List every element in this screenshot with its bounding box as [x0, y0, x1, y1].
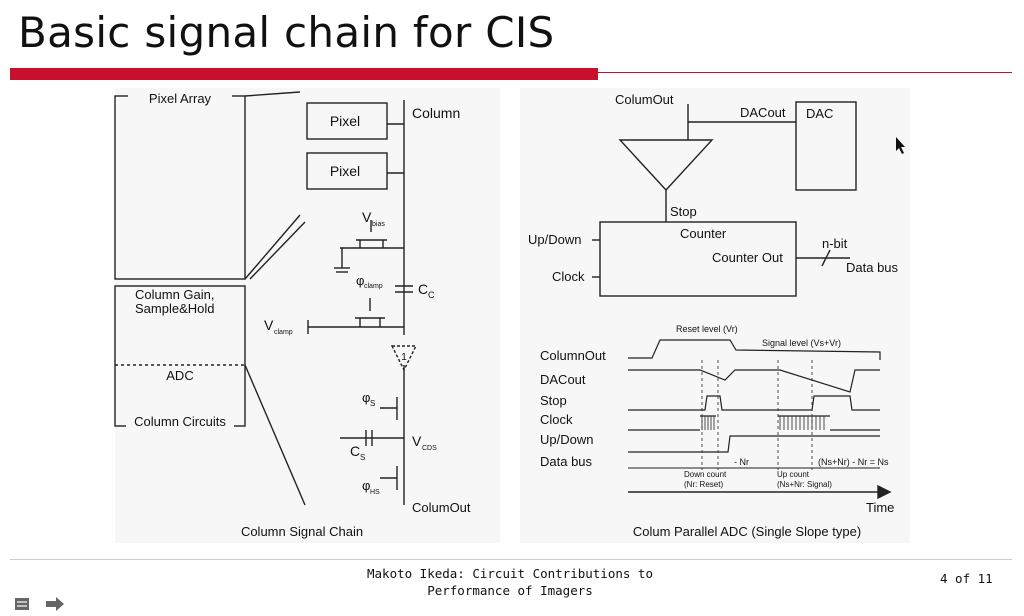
v-bias-label: V — [362, 209, 372, 225]
ns-result-label: (Ns+Nr) - Nr = Ns — [818, 457, 889, 467]
phi-s-sub: S — [370, 399, 375, 408]
colum-out-label: ColumOut — [615, 92, 674, 107]
pixel-label-1: Pixel — [330, 113, 360, 129]
timing-databus-label: Data bus — [540, 454, 593, 469]
dac-label: DAC — [806, 106, 833, 121]
counter-out-label: Counter Out — [712, 250, 783, 265]
pixel-array-label: Pixel Array — [149, 91, 212, 106]
signal-level-label: Signal level (Vs+Vr) — [762, 338, 841, 348]
cs-label: C — [350, 443, 360, 459]
phi-clamp-label: φ — [356, 273, 364, 288]
timing-stop-label: Stop — [540, 393, 567, 408]
counter-label: Counter — [680, 226, 727, 241]
pixel-label-2: Pixel — [330, 163, 360, 179]
pixel-box-1 — [306, 102, 388, 140]
timing-updown-label: Up/Down — [540, 432, 593, 447]
v-clamp-label: V — [264, 317, 274, 333]
pixel-box-2 — [306, 152, 388, 190]
column-label: Column — [412, 105, 460, 121]
timing-clock-label: Clock — [540, 412, 573, 427]
data-bus-label: Data bus — [846, 260, 899, 275]
phi-s-label: φ — [362, 390, 370, 405]
footer-divider — [10, 559, 1012, 560]
up-count-label: Up count — [777, 470, 810, 479]
clock-label: Clock — [552, 269, 585, 284]
circuit-diagrams: Pixel Array Pixel Pixel Column Column Ga… — [114, 91, 905, 539]
slide-nav — [0, 592, 80, 611]
down-count-label: Down count — [684, 470, 727, 479]
title-divider — [598, 72, 1012, 73]
title-accent-bar — [10, 68, 598, 80]
v-bias-sub: bias — [372, 221, 385, 228]
column-out-label: ColumOut — [412, 500, 471, 515]
right-caption: Colum Parallel ADC (Single Slope type) — [633, 524, 861, 539]
timing-dacout-label: DACout — [540, 372, 586, 387]
column-circuits-label: Column Circuits — [134, 414, 226, 429]
stop-label: Stop — [670, 204, 697, 219]
down-count-reset-label: (Nr: Reset) — [684, 480, 723, 489]
page-indicator: 4 of 11 — [940, 571, 993, 586]
footer-author-line1: Makoto Ikeda: Circuit Contributions to — [367, 566, 653, 581]
left-caption: Column Signal Chain — [241, 524, 363, 539]
dac-block — [795, 101, 857, 191]
comparator-symbol — [618, 139, 714, 192]
up-count-signal-label: (Ns+Nr: Signal) — [777, 480, 832, 489]
column-parallel-adc-panel — [520, 88, 910, 543]
phi-hs-sub: HS — [370, 489, 380, 496]
timing-columnout-label: ColumnOut — [540, 348, 606, 363]
counter-block — [599, 221, 797, 297]
sample-hold-label: Sample&Hold — [135, 301, 215, 316]
phi-hs-label: φ — [362, 478, 370, 493]
phi-clamp-sub: clamp — [364, 283, 383, 290]
pixel-array-block — [114, 95, 246, 280]
footer-author-line2: Performance of Imagers — [427, 583, 593, 598]
cursor-arrow-icon — [896, 137, 905, 154]
column-gain-label: Column Gain, — [135, 287, 214, 302]
reset-level-label: Reset level (Vr) — [676, 324, 738, 334]
slide-title: Basic signal chain for CIS — [18, 8, 555, 57]
next-arrow-icon[interactable] — [46, 597, 64, 611]
dac-out-label: DACout — [740, 105, 786, 120]
v-cds-sub: CDS — [422, 445, 437, 452]
v-clamp-sub: clamp — [274, 329, 293, 336]
minus-nr-label: - Nr — [734, 457, 749, 467]
time-axis-label: Time — [866, 500, 894, 515]
v-cds-label: V — [412, 433, 422, 449]
n-bit-label: n-bit — [822, 236, 848, 251]
slide-list-icon[interactable] — [15, 598, 29, 610]
buffer-gain-label: 1 — [401, 352, 407, 363]
up-down-label: Up/Down — [528, 232, 581, 247]
footer-author: Makoto Ikeda: Circuit Contributions to P… — [340, 565, 680, 599]
cc-label: C — [418, 281, 428, 297]
adc-label: ADC — [166, 368, 193, 383]
cs-sub: S — [360, 453, 365, 462]
cc-sub: C — [428, 290, 435, 300]
